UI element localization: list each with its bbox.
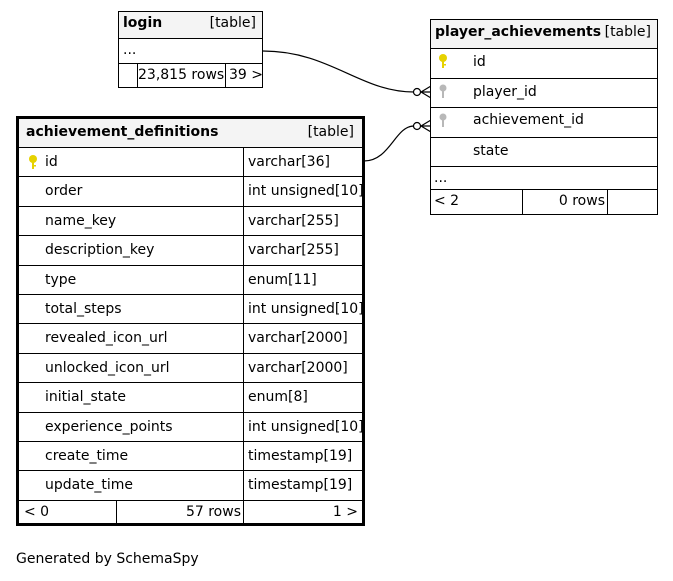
column-name: initial_state xyxy=(45,389,126,406)
column-row[interactable]: name_key varchar[255] xyxy=(19,206,362,237)
column-name: id xyxy=(45,154,58,170)
edge-crowfoot-marker xyxy=(420,119,432,133)
edge-achievement-definitions-to-player-achievements xyxy=(363,125,415,162)
ellipsis-text: ... xyxy=(123,42,137,58)
column-row[interactable]: total_steps int unsigned[10] xyxy=(19,294,364,325)
table-footer: < 0 57 rows 1 > xyxy=(19,500,362,524)
edge-optional-marker xyxy=(412,87,422,97)
table-tag: [table] xyxy=(209,15,256,31)
column-row[interactable]: revealed_icon_url varchar[2000] xyxy=(19,324,362,354)
table-achievement-definitions[interactable]: achievement_definitions [table] id varcha… xyxy=(16,116,365,526)
column-name: create_time xyxy=(45,447,129,464)
column-row[interactable]: id xyxy=(431,49,657,79)
table-footer: < 2 0 rows xyxy=(431,190,657,214)
column-row[interactable]: achievement_id xyxy=(431,108,657,138)
column-name: total_steps xyxy=(45,300,122,317)
column-name: experience_points xyxy=(45,418,173,435)
column-type: enum[8] xyxy=(243,383,362,412)
column-name: name_key xyxy=(45,212,117,229)
children-nav-cell xyxy=(607,190,657,214)
column-name: state xyxy=(473,143,509,159)
table-name: player_achievements xyxy=(435,24,602,40)
primary-key-icon xyxy=(27,154,39,170)
children-nav-link[interactable]: 1 > xyxy=(243,500,362,524)
column-type: timestamp[19] xyxy=(243,471,362,500)
column-row[interactable]: description_key varchar[255] xyxy=(19,236,362,266)
column-type: enum[11] xyxy=(243,265,362,294)
table-tag: [table] xyxy=(307,124,354,140)
edge-crowfoot-marker xyxy=(420,85,432,99)
column-row[interactable]: player_id xyxy=(431,79,657,108)
column-type: varchar[255] xyxy=(243,236,362,265)
column-row[interactable]: create_time timestamp[19] xyxy=(19,441,362,472)
column-type: int unsigned[10] xyxy=(243,177,364,206)
primary-key-icon xyxy=(437,53,449,69)
edge-optional-marker xyxy=(412,121,422,131)
column-name: achievement_id xyxy=(473,112,584,128)
table-name: achievement_definitions xyxy=(26,124,219,140)
column-type: timestamp[19] xyxy=(243,441,362,471)
foreign-key-icon xyxy=(437,112,449,128)
ellipsis-row: ... xyxy=(119,39,262,64)
row-count: 57 rows xyxy=(116,500,244,524)
column-name: type xyxy=(45,271,77,288)
edge-login-to-player-achievements xyxy=(262,50,415,93)
column-name: unlocked_icon_url xyxy=(45,359,170,376)
column-name: id xyxy=(473,54,486,70)
table-header: login [table] xyxy=(119,12,262,39)
column-name: update_time xyxy=(45,477,133,494)
column-row[interactable]: type enum[11] xyxy=(19,265,362,295)
column-row[interactable]: initial_state enum[8] xyxy=(19,383,362,413)
foreign-key-icon xyxy=(437,83,449,99)
column-name: player_id xyxy=(473,84,537,100)
table-footer: 23,815 rows 39 > xyxy=(119,64,263,87)
column-type: int unsigned[10] xyxy=(243,294,364,324)
row-count: 23,815 rows xyxy=(137,64,226,87)
children-nav-link[interactable]: 39 > xyxy=(225,64,263,87)
generated-by-caption: Generated by SchemaSpy xyxy=(16,551,199,567)
column-name: order xyxy=(45,183,83,200)
ellipsis-row: ... xyxy=(431,167,657,190)
table-header: player_achievements [table] xyxy=(431,20,657,49)
table-player-achievements[interactable]: player_achievements [table] id player_id… xyxy=(430,19,658,215)
parents-nav-link[interactable]: < 0 xyxy=(24,503,50,520)
column-type: varchar[2000] xyxy=(243,353,362,383)
column-row[interactable]: id varchar[36] xyxy=(19,148,362,178)
row-count: 0 rows xyxy=(522,190,608,214)
column-row[interactable]: unlocked_icon_url varchar[2000] xyxy=(19,353,362,384)
column-type: varchar[36] xyxy=(243,148,362,177)
table-login[interactable]: login [table] ... 23,815 rows 39 > xyxy=(118,11,263,88)
column-row[interactable]: order int unsigned[10] xyxy=(19,177,364,207)
ellipsis-text: ... xyxy=(434,170,448,186)
parents-nav-link[interactable]: < 2 xyxy=(434,193,460,209)
column-type: varchar[2000] xyxy=(243,324,362,353)
column-name: description_key xyxy=(45,242,155,259)
column-type: int unsigned[10] xyxy=(243,412,364,441)
table-tag: [table] xyxy=(604,24,651,40)
column-type: varchar[255] xyxy=(243,206,362,236)
column-name: revealed_icon_url xyxy=(45,330,168,347)
column-row[interactable]: experience_points int unsigned[10] xyxy=(19,412,364,442)
table-name: login xyxy=(123,15,163,31)
column-row[interactable]: state xyxy=(431,138,657,167)
column-row[interactable]: update_time timestamp[19] xyxy=(19,471,362,501)
table-header: achievement_definitions [table] xyxy=(19,119,362,148)
